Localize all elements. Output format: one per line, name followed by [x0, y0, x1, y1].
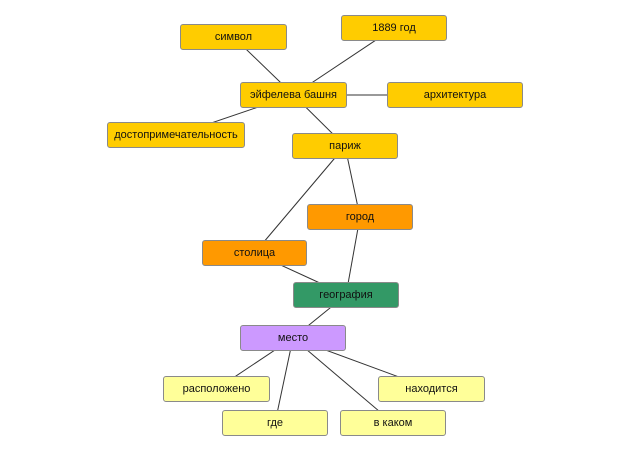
node-parizh[interactable]: париж [292, 133, 398, 159]
node-v-kakom-label: в каком [373, 417, 413, 429]
node-simvol[interactable]: символ [180, 24, 287, 50]
node-nakhoditsya-label: находится [405, 383, 458, 395]
node-raspolozheno-label: расположено [182, 383, 251, 395]
node-stolitsa[interactable]: столица [202, 240, 307, 266]
node-arkhitektura[interactable]: архитектура [387, 82, 523, 108]
node-mesto-label: место [277, 332, 309, 344]
node-gorod[interactable]: город [307, 204, 413, 230]
node-parizh-label: париж [329, 140, 361, 152]
node-nakhoditsya[interactable]: находится [378, 376, 485, 402]
node-gorod-label: город [345, 211, 375, 223]
node-gde-label: где [266, 417, 284, 429]
node-mesto[interactable]: место [240, 325, 346, 351]
edge-mesto-vkakom [292, 337, 394, 424]
node-stolitsa-label: столица [233, 247, 276, 259]
node-eiffel-tower[interactable]: эйфелева башня [240, 82, 347, 108]
node-dostoprimechatelnost-label: достопримечательность [114, 129, 238, 141]
node-simvol-label: символ [214, 31, 253, 43]
node-raspolozheno[interactable]: расположено [163, 376, 270, 402]
node-gde[interactable]: где [222, 410, 328, 436]
node-eiffel-tower-label: эйфелева башня [249, 89, 337, 101]
node-v-kakom[interactable]: в каком [340, 410, 446, 436]
node-dostoprimechatelnost[interactable]: достопримечательность [107, 122, 245, 148]
node-geografiya-label: география [319, 289, 373, 301]
node-1889-god-label: 1889 год [372, 22, 416, 34]
node-1889-god[interactable]: 1889 год [341, 15, 447, 41]
node-geografiya[interactable]: география [293, 282, 399, 308]
edge-parizh-stolitsa [254, 145, 346, 254]
edge-mesto-gde [274, 337, 294, 424]
node-arkhitektura-label: архитектура [423, 89, 487, 101]
